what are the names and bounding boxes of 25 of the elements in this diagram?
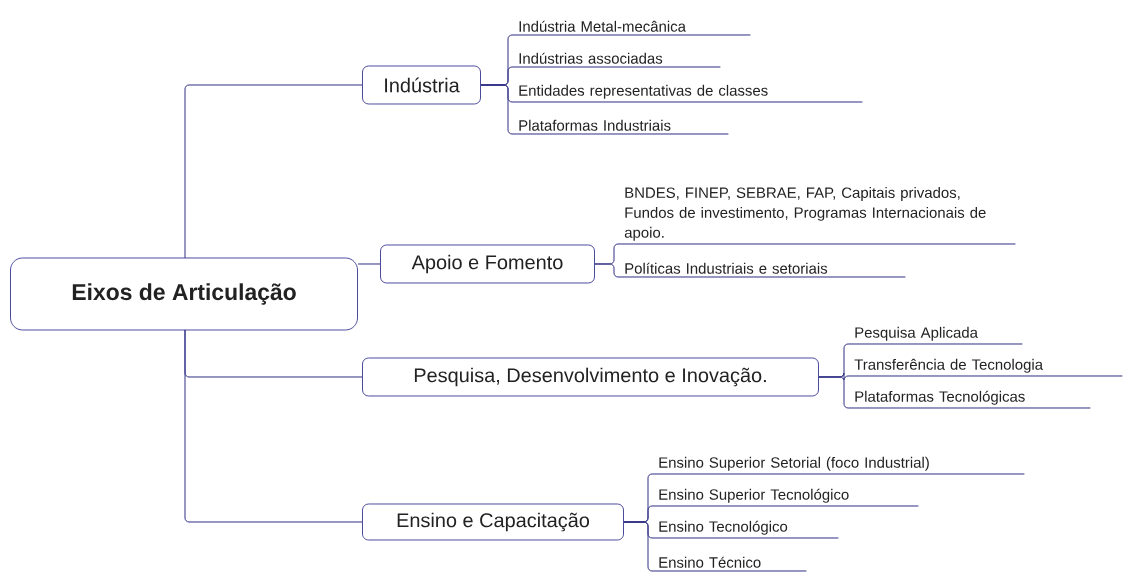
- underlined-item: Plataformas Tecnológicas: [851, 390, 1091, 409]
- underlined-item: Ensino Superior Tecnológico: [655, 488, 919, 507]
- underlined-item: Ensino Técnico: [655, 556, 807, 572]
- underlined-item: Ensino Tecnológico: [655, 520, 839, 539]
- underlined-item: Entidades representativas de classes: [515, 84, 863, 103]
- connector-line: [357, 263, 381, 265]
- connector-line: [480, 84, 517, 135]
- underlined-item: Indústria Metal-mecânica: [515, 20, 751, 36]
- underlined-item: Políticas Industriais e setoriais: [621, 262, 906, 278]
- underlined-item: Transferência de Tecnologia: [851, 358, 1123, 377]
- underlined-item: Ensino Superior Setorial (foco Industrial): [655, 456, 1025, 475]
- connector-line: [818, 376, 853, 409]
- connector-line: [623, 521, 657, 572]
- connector-line: [184, 84, 363, 259]
- topic-box: Pesquisa, Desenvolvimento e Inovação.: [362, 357, 819, 397]
- topic-box: Apoio e Fomento: [380, 244, 595, 284]
- central-topic-box: Eixos de Articulação: [10, 257, 358, 331]
- underlined-item: BNDES, FINEP, SEBRAE, FAP, Capitais privados, Fundos de investimento, Programas Internacionais de apoio.: [621, 187, 1016, 245]
- underlined-item: Plataformas Industriais: [515, 119, 729, 135]
- underlined-item: Indústrias associadas: [515, 52, 721, 68]
- underlined-item: Pesquisa Aplicada: [851, 326, 1023, 345]
- connector-line: [594, 263, 623, 278]
- connector-line: [184, 329, 363, 523]
- topic-box: Ensino e Capacitação: [362, 503, 624, 541]
- topic-box: Indústria: [362, 65, 481, 105]
